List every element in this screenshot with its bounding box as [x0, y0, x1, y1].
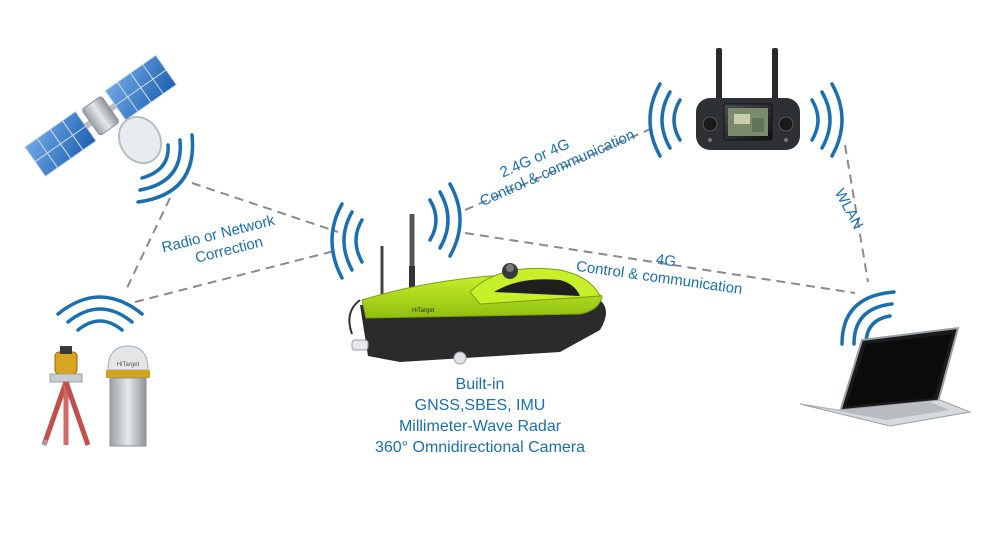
signal-waves [56, 82, 896, 346]
laptop-icon [799, 326, 972, 427]
line-boat-controller [464, 126, 656, 211]
controller-right-signal-icon [810, 82, 844, 158]
controller-left-signal-icon [648, 82, 682, 158]
satellite-icon [24, 54, 178, 178]
gnss-base-station-icon: HiTarget [41, 345, 150, 447]
line-boat-laptop [464, 232, 856, 294]
line-satellite-base [124, 197, 171, 293]
boat-feature-camera: 360° Omnidirectional Camera [374, 439, 586, 456]
boat-feature-radar: Millimeter-Wave Radar [398, 418, 562, 435]
surveying-boat-icon: HiTarget [348, 214, 606, 365]
svg-text:HiTarget: HiTarget [117, 362, 140, 368]
line-satellite-boat [191, 182, 339, 233]
boat-features-label: Built-in GNSS,SBES, IMU Millimeter-Wave … [355, 374, 605, 458]
svg-text:HiTarget: HiTarget [412, 308, 435, 314]
boat-left-signal-icon [330, 202, 364, 280]
satellite-signal-icon [136, 133, 195, 204]
boat-feature-builtin: Built-in [455, 376, 505, 393]
boat-feature-gnss: GNSS,SBES, IMU [414, 397, 546, 414]
base-signal-icon [56, 295, 144, 332]
line-base-boat [134, 249, 339, 303]
line-controller-laptop [844, 144, 869, 283]
remote-controller-icon [696, 48, 800, 150]
connection-lines [124, 126, 869, 303]
boat-right-signal-icon [428, 182, 462, 258]
